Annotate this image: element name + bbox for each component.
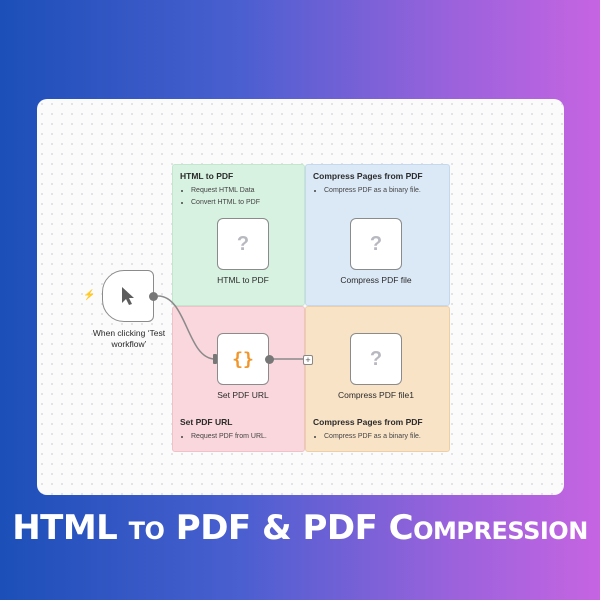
trigger-output-handle[interactable] (149, 292, 158, 301)
sticky-note-title: Compress Pages from PDF (313, 417, 423, 427)
list-item: Compress PDF as a binary file. (324, 185, 421, 197)
compress-pdf-file1-node-label: Compress PDF file1 (337, 390, 415, 400)
sticky-note-title: Set PDF URL (180, 417, 233, 427)
sticky-note-list: Compress PDF as a binary file. (313, 185, 421, 197)
compress-pdf-file-node-label: Compress PDF file (340, 275, 412, 285)
set-pdf-url-output-handle[interactable] (265, 355, 274, 364)
list-item: Compress PDF as a binary file. (324, 431, 421, 443)
compress-pdf-file-node[interactable]: ? (350, 218, 402, 270)
sticky-note-html-to-pdf[interactable]: HTML to PDF Request HTML Data Convert HT… (172, 164, 305, 306)
add-node-button[interactable]: + (303, 355, 313, 365)
banner-title: HTML to PDF & PDF Compression (12, 508, 588, 548)
trigger-node-label: When clicking ‘Test workflow’ (92, 328, 166, 349)
sticky-note-list: Request PDF from URL. (180, 431, 267, 443)
cursor-icon (122, 287, 134, 305)
html-to-pdf-node[interactable]: ? (217, 218, 269, 270)
compress-pdf-file1-node[interactable]: ? (350, 333, 402, 385)
set-pdf-url-node-label: Set PDF URL (217, 390, 269, 400)
set-pdf-url-node[interactable]: {} (217, 333, 269, 385)
sticky-note-list: Compress PDF as a binary file. (313, 431, 421, 443)
sticky-note-title: Compress Pages from PDF (313, 171, 423, 181)
question-icon: ? (369, 347, 383, 370)
html-to-pdf-node-label: HTML to PDF (217, 275, 269, 285)
connection-trigger-to-set-pdf-url (157, 295, 216, 360)
braces-icon: {} (232, 348, 254, 370)
question-icon: ? (236, 232, 250, 255)
trigger-node[interactable] (102, 270, 154, 322)
list-item: Request HTML Data (191, 185, 260, 197)
list-item: Convert HTML to PDF (191, 197, 260, 209)
lightning-bolt-icon: ⚡ (83, 290, 96, 301)
list-item: Request PDF from URL. (191, 431, 267, 443)
sticky-note-title: HTML to PDF (180, 171, 234, 181)
workflow-canvas[interactable]: HTML to PDF Request HTML Data Convert HT… (37, 99, 564, 495)
question-icon: ? (369, 232, 383, 255)
sticky-note-list: Request HTML Data Convert HTML to PDF (180, 185, 260, 209)
set-pdf-url-input-handle[interactable] (213, 354, 217, 364)
